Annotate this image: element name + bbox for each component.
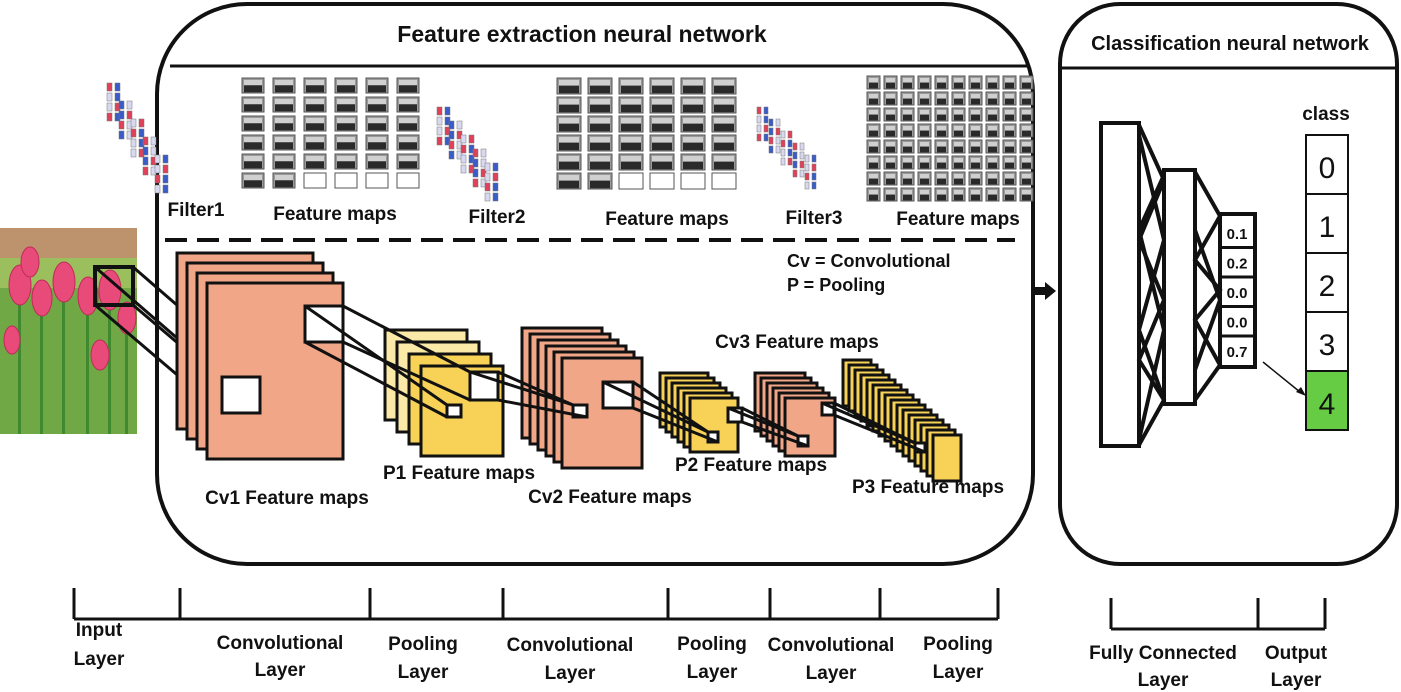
layer-label-line2: Layer xyxy=(1138,670,1189,691)
layer-label-line2: Layer xyxy=(933,662,984,683)
feature-panel-title: Feature extraction neural network xyxy=(397,21,767,47)
layer-label-line1: Convolutional xyxy=(217,633,344,654)
class-label: 0 xyxy=(1319,152,1336,185)
layer-label-line2: Layer xyxy=(806,663,857,684)
class-cell xyxy=(1305,134,1349,195)
p2-feature-maps xyxy=(658,371,744,454)
p3-feature-maps xyxy=(841,358,963,483)
class-cell xyxy=(1305,252,1349,313)
p1-label: P1 Feature maps xyxy=(383,463,535,484)
legend-cv: Cv = Convolutional xyxy=(787,251,951,271)
filter2-thumbnails xyxy=(436,106,499,202)
filter2-label: Filter2 xyxy=(468,207,525,228)
layer-label-line1: Fully Connected xyxy=(1089,643,1237,664)
feature-maps-3-label: Feature maps xyxy=(896,209,1020,230)
cv3-label: Cv3 Feature maps xyxy=(715,332,879,353)
feature-maps-3-thumbnails xyxy=(866,75,1034,202)
cv3-feature-maps xyxy=(753,371,837,458)
layer-label-line1: Output xyxy=(1265,643,1328,664)
layer-label-line1: Pooling xyxy=(923,634,993,655)
output-arrow-head-icon xyxy=(1296,387,1306,396)
cv1-feature-maps xyxy=(175,251,345,461)
block-projection-lines xyxy=(304,304,926,454)
class-cell-selected xyxy=(1305,370,1349,431)
panel-arrow-icon xyxy=(1031,282,1056,300)
layer-label-line1: Input xyxy=(76,620,123,641)
filter1-thumbnails xyxy=(106,82,169,194)
output-arrow-line xyxy=(1262,361,1301,393)
feature-maps-1-thumbnails xyxy=(241,77,420,189)
layer-label-line2: Layer xyxy=(687,662,738,683)
filter1-label: Filter1 xyxy=(167,200,224,221)
layer-label-line1: Pooling xyxy=(677,634,747,655)
fc-output-value: 0.1 xyxy=(1227,226,1248,243)
feature-maps-2-thumbnails xyxy=(556,77,737,190)
fc-output-value: 0.0 xyxy=(1227,315,1248,332)
cv2-label: Cv2 Feature maps xyxy=(528,487,692,508)
fc-output-value: 0.0 xyxy=(1227,285,1248,302)
legend-p: P = Pooling xyxy=(787,275,885,295)
class-cell xyxy=(1305,311,1349,372)
fc-connections xyxy=(1136,124,1223,446)
class-header: class xyxy=(1302,104,1350,125)
layer-label-line2: Layer xyxy=(398,662,449,683)
layer-label-line2: Layer xyxy=(255,660,306,681)
layer-label-line1: Convolutional xyxy=(768,635,895,656)
fc-output-value: 0.2 xyxy=(1227,256,1248,273)
layer-label-line1: Pooling xyxy=(388,634,458,655)
layer-label-line2: Layer xyxy=(1271,670,1322,691)
p2-label: P2 Feature maps xyxy=(675,455,827,476)
class-label: 4 xyxy=(1319,388,1336,421)
layer-label-line2: Layer xyxy=(545,663,596,684)
fc-output-value: 0.7 xyxy=(1227,344,1248,361)
filter3-thumbnails xyxy=(756,106,817,190)
feature-maps-1-label: Feature maps xyxy=(273,204,397,225)
input-image xyxy=(0,228,137,434)
fully-connected-network xyxy=(1099,121,1257,448)
input-receptive-box xyxy=(93,265,135,307)
feature-extraction-panel xyxy=(155,2,1035,566)
classification-panel-title: Classification neural network xyxy=(1091,33,1370,55)
layer-label-line2: Layer xyxy=(74,649,125,670)
class-label: 1 xyxy=(1319,211,1336,244)
layer-brackets xyxy=(72,588,1327,631)
cv1-label: Cv1 Feature maps xyxy=(205,488,369,509)
p3-label: P3 Feature maps xyxy=(852,477,1004,498)
layer-label-line1: Convolutional xyxy=(507,635,634,656)
cv2-feature-maps xyxy=(520,326,644,470)
class-label: 3 xyxy=(1319,329,1336,362)
class-cell xyxy=(1305,193,1349,254)
classification-panel xyxy=(1058,2,1399,566)
filter3-label: Filter3 xyxy=(785,208,842,229)
class-label: 2 xyxy=(1319,270,1336,303)
feature-maps-2-label: Feature maps xyxy=(605,209,729,230)
